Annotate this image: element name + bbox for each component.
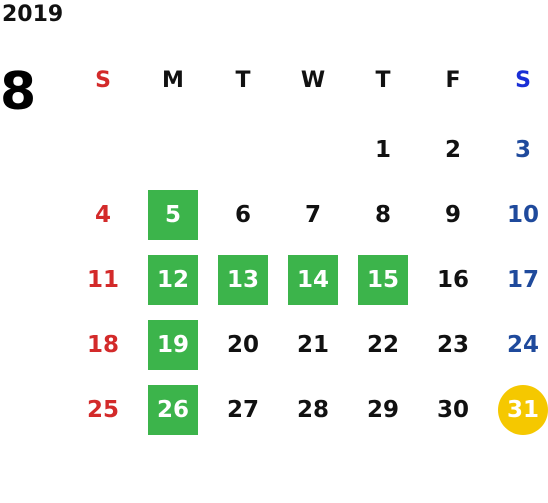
highlighted-day-cell-15[interactable]: 15 <box>358 255 408 305</box>
month-number: 8 <box>0 62 37 122</box>
highlighted-day-cell-12[interactable]: 12 <box>148 255 198 305</box>
day-cell-20[interactable]: 20 <box>226 332 259 358</box>
highlighted-day-cell-14[interactable]: 14 <box>288 255 338 305</box>
day-cell-2[interactable]: 2 <box>444 137 461 163</box>
day-cell-16[interactable]: 16 <box>436 267 469 293</box>
day-cell-29[interactable]: 29 <box>366 397 399 423</box>
day-cell-3[interactable]: 3 <box>514 137 531 163</box>
day-cell-9[interactable]: 9 <box>444 202 461 228</box>
weekday-saturday: S <box>515 68 531 93</box>
day-cell-7[interactable]: 7 <box>304 202 321 228</box>
day-cell-24[interactable]: 24 <box>506 332 539 358</box>
day-cell-4[interactable]: 4 <box>94 202 111 228</box>
day-cell-28[interactable]: 28 <box>296 397 329 423</box>
weekday-tuesday: T <box>235 68 251 93</box>
weekday-monday: M <box>162 68 184 93</box>
highlighted-day-cell-26[interactable]: 26 <box>148 385 198 435</box>
weekday-sunday: S <box>95 68 111 93</box>
day-cell-17[interactable]: 17 <box>506 267 539 293</box>
day-cell-23[interactable]: 23 <box>436 332 469 358</box>
year-label: 2019 <box>2 2 64 27</box>
day-cell-27[interactable]: 27 <box>226 397 259 423</box>
day-cell-25[interactable]: 25 <box>86 397 119 423</box>
day-cell-11[interactable]: 11 <box>86 267 119 293</box>
day-cell-22[interactable]: 22 <box>366 332 399 358</box>
highlighted-day-cell-13[interactable]: 13 <box>218 255 268 305</box>
weekday-wednesday: W <box>300 68 326 93</box>
today-day-cell-31[interactable]: 31 <box>498 385 548 435</box>
highlighted-day-cell-19[interactable]: 19 <box>148 320 198 370</box>
weekday-thursday: T <box>375 68 391 93</box>
day-cell-18[interactable]: 18 <box>86 332 119 358</box>
day-cell-1[interactable]: 1 <box>374 137 391 163</box>
day-cell-6[interactable]: 6 <box>234 202 251 228</box>
day-cell-8[interactable]: 8 <box>374 202 391 228</box>
day-cell-21[interactable]: 21 <box>296 332 329 358</box>
highlighted-day-cell-5[interactable]: 5 <box>148 190 198 240</box>
weekday-friday: F <box>445 68 461 93</box>
day-cell-10[interactable]: 10 <box>506 202 539 228</box>
day-cell-30[interactable]: 30 <box>436 397 469 423</box>
